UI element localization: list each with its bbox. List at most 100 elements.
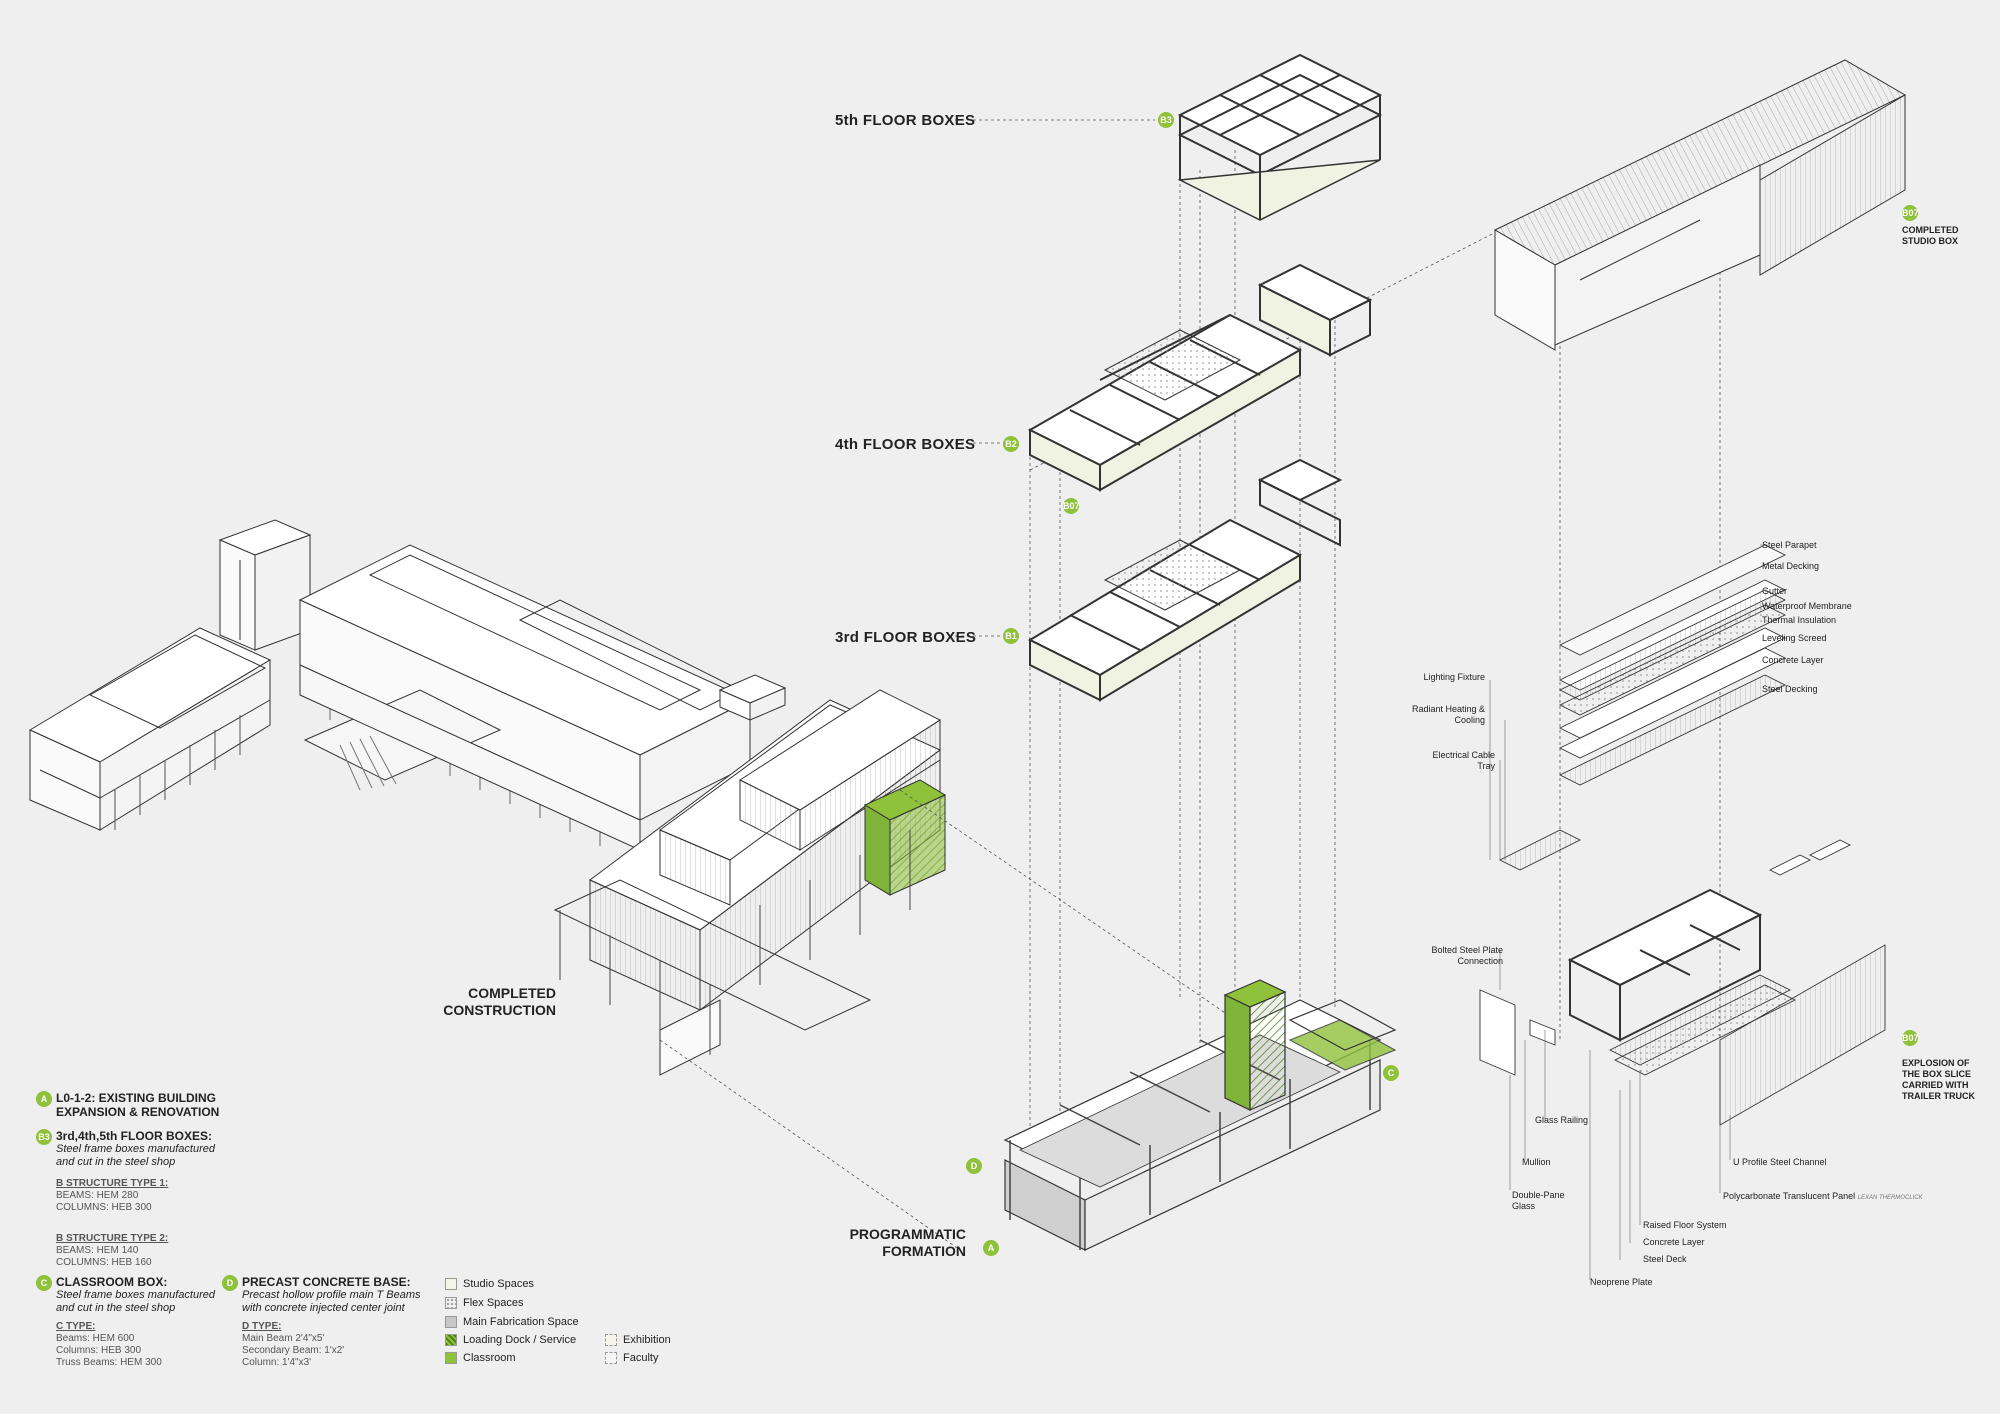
label-mullion: Mullion — [1522, 1157, 1551, 1167]
legend-c: CLASSROOM BOX: Steel frame boxes manufac… — [56, 1275, 215, 1369]
badge-b1: B1 — [1003, 628, 1019, 644]
label-concrete-layer-2: Concrete Layer — [1643, 1237, 1705, 1247]
label-cable-1: Electrical Cable — [1432, 750, 1495, 760]
explosion-label: EXPLOSION OF THE BOX SLICE CARRIED WITH … — [1902, 1058, 1975, 1102]
key-swatch-exhibition — [605, 1334, 617, 1346]
explosion-line3: CARRIED WITH — [1902, 1080, 1969, 1090]
legend-a-title: L0-1-2: EXISTING BUILDING EXPANSION & RE… — [56, 1091, 219, 1119]
fourth-floor-boxes — [1027, 313, 1303, 492]
key-label-exhibition: Exhibition — [623, 1334, 671, 1346]
fourth-floor-label: 4th FLOOR BOXES — [835, 436, 976, 453]
legend-b-title: 3rd,4th,5th FLOOR BOXES: — [56, 1129, 213, 1143]
label-bolted-2: Connection — [1457, 956, 1503, 966]
badge-c: C — [1383, 1065, 1399, 1081]
legend-c-truss: Truss Beams: HEM 300 — [56, 1357, 162, 1368]
badge-b2: B2 — [1003, 436, 1019, 452]
label-radiant-2: Cooling — [1454, 715, 1485, 725]
legend-c-beams: Beams: HEM 600 — [56, 1333, 135, 1344]
legend-c-desc2: and cut in the steel shop — [56, 1302, 176, 1314]
explosion-line4: TRAILER TRUCK — [1902, 1091, 1975, 1101]
label-metal-decking: Metal Decking — [1762, 561, 1820, 571]
label-thermal: Thermal Insulation — [1762, 615, 1837, 625]
label-neoprene: Neoprene Plate — [1590, 1277, 1653, 1287]
programmatic-formation-line2: FORMATION — [882, 1243, 966, 1259]
floor-box-frames — [1027, 53, 1383, 702]
label-u-profile: U Profile Steel Channel — [1733, 1157, 1827, 1167]
label-lighting: Lighting Fixture — [1423, 672, 1485, 682]
label-steel-decking: Steel Decking — [1762, 684, 1818, 694]
badge-b07-studio: B07 — [1902, 205, 1919, 221]
legend-b-type1-columns: COLUMNS: HEB 300 — [56, 1202, 152, 1213]
label-glass-railing: Glass Railing — [1535, 1115, 1589, 1125]
completed-construction-line1: COMPLETED — [468, 985, 556, 1001]
programmatic-formation-label: PROGRAMMATIC FORMATION — [810, 1226, 966, 1260]
label-waterproof: Waterproof Membrane — [1762, 601, 1852, 611]
key-label-faculty: Faculty — [623, 1352, 659, 1364]
completed-addition — [553, 689, 947, 1076]
label-steel-parapet: Steel Parapet — [1762, 540, 1817, 550]
key-swatch-studio — [445, 1278, 457, 1290]
legend-a-line2: EXPANSION & RENOVATION — [56, 1105, 220, 1119]
badge-d: D — [966, 1158, 982, 1174]
third-floor-label: 3rd FLOOR BOXES — [835, 629, 977, 646]
label-cable-tray: Electrical Cable Tray — [1380, 750, 1495, 772]
legend-badge-b: B3 — [36, 1129, 52, 1145]
label-polycarbonate-brand: LEXAN THERMOCLICK — [1857, 1195, 1923, 1201]
legend-c-title: CLASSROOM BOX: — [56, 1275, 168, 1289]
explosion-line1: EXPLOSION OF — [1902, 1058, 1970, 1068]
completed-construction-label: COMPLETED CONSTRUCTION — [400, 985, 556, 1019]
badge-b07-explosion: B07 — [1902, 1030, 1919, 1046]
legend-d-secondary-beam: Secondary Beam: 1'x2' — [242, 1345, 345, 1356]
badge-b3: B3 — [1158, 112, 1174, 128]
third-floor-boxes — [1027, 518, 1303, 702]
key-swatch-fabrication — [445, 1316, 457, 1328]
fifth-floor-boxes — [1177, 53, 1383, 221]
studio-box-line2: STUDIO BOX — [1902, 236, 1959, 246]
legend-d-desc2: with concrete injected center joint — [242, 1302, 405, 1314]
legend-b-type1-beams: BEAMS: HEM 280 — [56, 1190, 139, 1201]
legend-d-main-beam: Main Beam 2'4"x5' — [242, 1333, 325, 1344]
explosion-line2: THE BOX SLICE — [1902, 1069, 1972, 1079]
legend-b-desc1: Steel frame boxes manufactured — [56, 1143, 215, 1155]
label-double-pane-2: Glass — [1512, 1201, 1536, 1211]
legend-d-type-title: D TYPE: — [242, 1321, 282, 1332]
key-label-classroom: Classroom — [463, 1352, 516, 1364]
legend-badge-a: A — [36, 1091, 52, 1107]
label-polycarbonate-text: Polycarbonate Translucent Panel — [1723, 1191, 1856, 1201]
label-double-pane-1: Double-Pane — [1512, 1190, 1565, 1200]
legend-badge-c: C — [36, 1275, 52, 1291]
label-bolted: Bolted Steel Plate Connection — [1380, 945, 1503, 967]
key-swatch-faculty — [605, 1352, 617, 1364]
completed-construction-line2: CONSTRUCTION — [443, 1002, 556, 1018]
legend-d-title: PRECAST CONCRETE BASE: — [242, 1275, 411, 1289]
legend-c-desc1: Steel frame boxes manufactured — [56, 1289, 215, 1301]
label-radiant: Radiant Heating & Cooling — [1380, 704, 1485, 726]
label-double-pane: Double-Pane Glass — [1512, 1190, 1565, 1212]
studio-box-line1: COMPLETED — [1902, 225, 1959, 235]
legend-b-type2-beams: BEAMS: HEM 140 — [56, 1245, 139, 1256]
legend-d-column: Column: 1'4"x3' — [242, 1357, 312, 1368]
exploded-layers — [1479, 544, 1886, 1280]
existing-building — [28, 519, 787, 851]
completed-studio-box — [1493, 59, 1907, 351]
legend-b-type1-title: B STRUCTURE TYPE 1: — [56, 1178, 169, 1189]
legend-badge-d: D — [222, 1275, 238, 1291]
key-label-flex: Flex Spaces — [463, 1297, 524, 1309]
label-raised-floor: Raised Floor System — [1643, 1220, 1727, 1230]
key-label-loading: Loading Dock / Service — [463, 1334, 577, 1346]
badge-a: A — [983, 1240, 999, 1256]
label-cable-2: Tray — [1477, 761, 1495, 771]
legend-d: PRECAST CONCRETE BASE: Precast hollow pr… — [242, 1275, 421, 1369]
label-radiant-1: Radiant Heating & — [1411, 704, 1485, 714]
legend-c-columns: Columns: HEB 300 — [56, 1345, 142, 1356]
legend-d-desc1: Precast hollow profile main T Beams — [242, 1289, 421, 1301]
legend-b-desc2: and cut in the steel shop — [56, 1156, 176, 1168]
badge-b07-box: B07 — [1063, 498, 1080, 514]
legend-b-type2-title: B STRUCTURE TYPE 2: — [56, 1233, 169, 1244]
key-label-fabrication: Main Fabrication Space — [463, 1316, 579, 1328]
label-polycarbonate: Polycarbonate Translucent Panel LEXAN TH… — [1723, 1191, 1923, 1204]
legend-c-type-title: C TYPE: — [56, 1321, 96, 1332]
fifth-floor-label: 5th FLOOR BOXES — [835, 112, 976, 129]
key-swatch-loading — [445, 1334, 457, 1346]
